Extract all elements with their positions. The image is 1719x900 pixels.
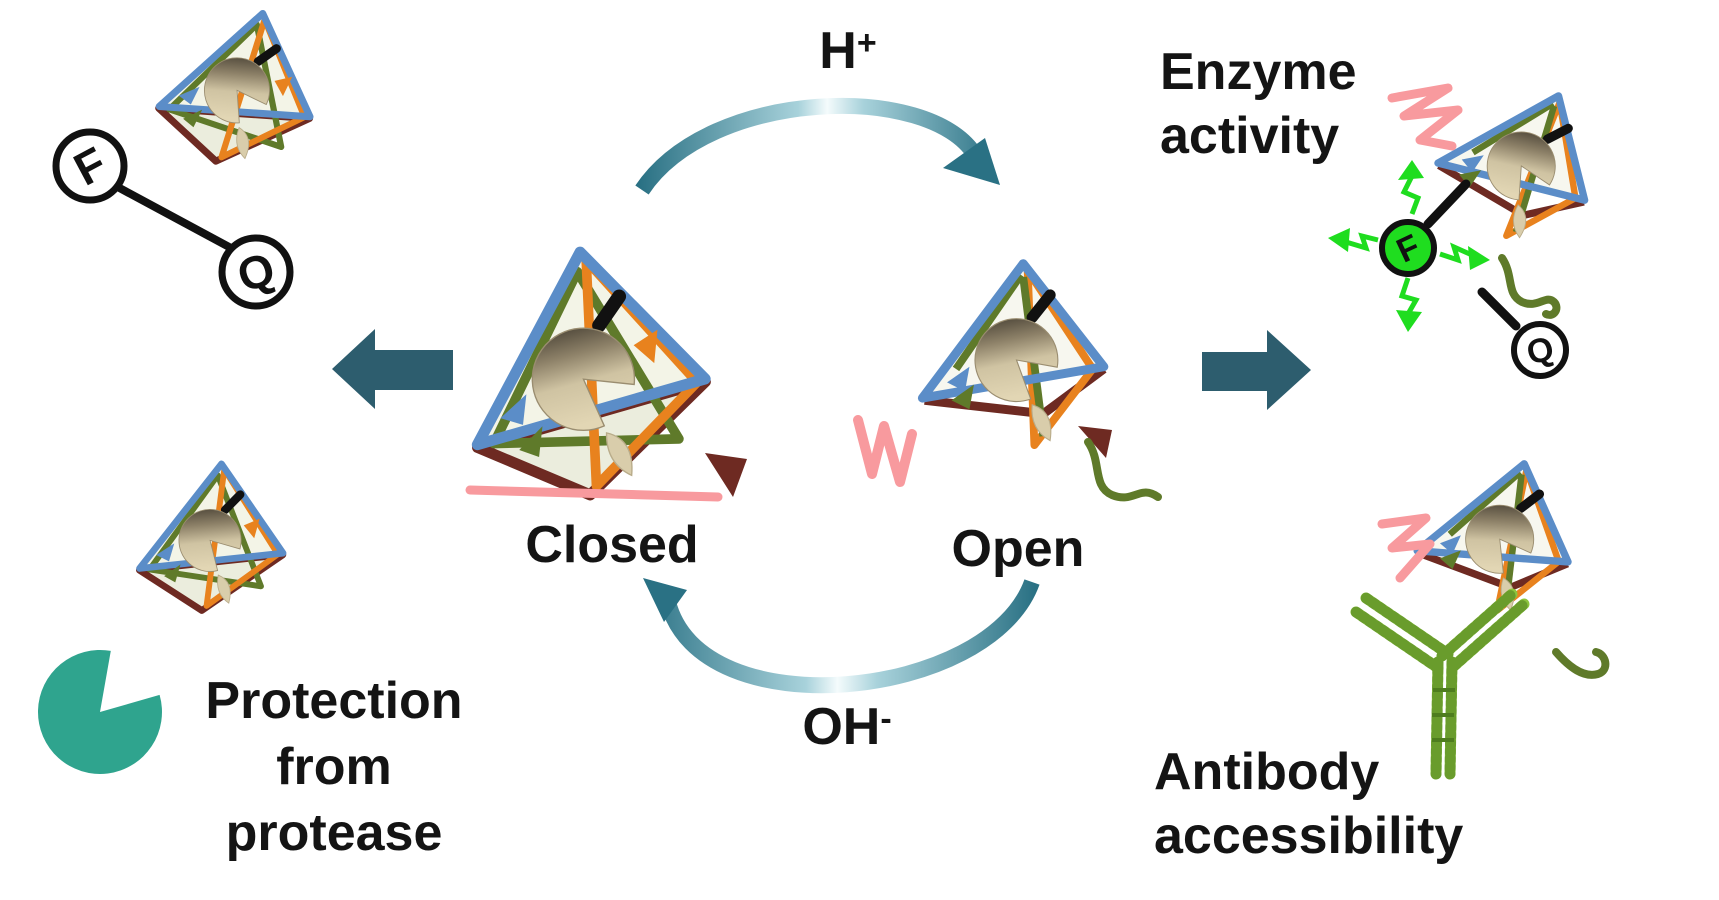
left-block-arrow-icon <box>332 329 453 409</box>
olive-strand-tail <box>1084 438 1162 502</box>
oh-minus-arc-arrow <box>643 578 1040 694</box>
quencher-circle <box>218 234 294 310</box>
pink-strand-released <box>1377 513 1435 583</box>
h-plus-label: H+ <box>819 22 877 80</box>
protease-protection-label: Protection from protease <box>205 672 463 862</box>
quencher-stick <box>1477 287 1521 331</box>
open-tetrahedron-bottom-right <box>1377 444 1610 679</box>
maroon-arrowhead <box>1078 426 1112 458</box>
olive-strand-tail <box>1498 254 1561 319</box>
fluorophore-active-circle <box>1379 219 1437 277</box>
open-tetrahedron-top-right <box>1387 62 1619 319</box>
fluorophore-quencher-pair-icon: F Q <box>52 128 294 310</box>
pink-strand-released <box>1387 83 1463 151</box>
open-tetrahedron-center <box>853 264 1162 502</box>
pink-strand-closed <box>465 485 723 502</box>
active-fluorophore-probe: F Q <box>1328 160 1569 379</box>
antibody-icon <box>1350 588 1530 780</box>
closed-tetrahedron-center <box>464 244 747 502</box>
protease-pacman-icon <box>37 649 162 774</box>
open-state-label: Open <box>951 520 1085 578</box>
closed-tetrahedron-top-left <box>149 0 334 183</box>
antibody-accessibility-label: Antibody accessibility <box>1154 743 1464 865</box>
right-block-arrow-icon <box>1202 330 1311 410</box>
oh-minus-label: OH- <box>802 698 892 756</box>
pink-strand-released <box>853 415 917 487</box>
closed-tetrahedron-bottom-left <box>136 457 292 619</box>
h-plus-arc-arrow <box>635 98 1000 195</box>
olive-strand-tail <box>1552 648 1610 679</box>
fluorophore-circle <box>52 128 128 204</box>
fluorescence-emission-arrows-icon <box>1328 160 1490 332</box>
fq-connector-line <box>112 181 233 252</box>
quencher-released-circle <box>1511 321 1569 379</box>
fluorophore-stick <box>1423 179 1471 229</box>
maroon-arrowhead <box>705 453 747 497</box>
enzyme-activity-label: Enzyme activity <box>1160 43 1357 165</box>
closed-state-label: Closed <box>525 516 699 574</box>
